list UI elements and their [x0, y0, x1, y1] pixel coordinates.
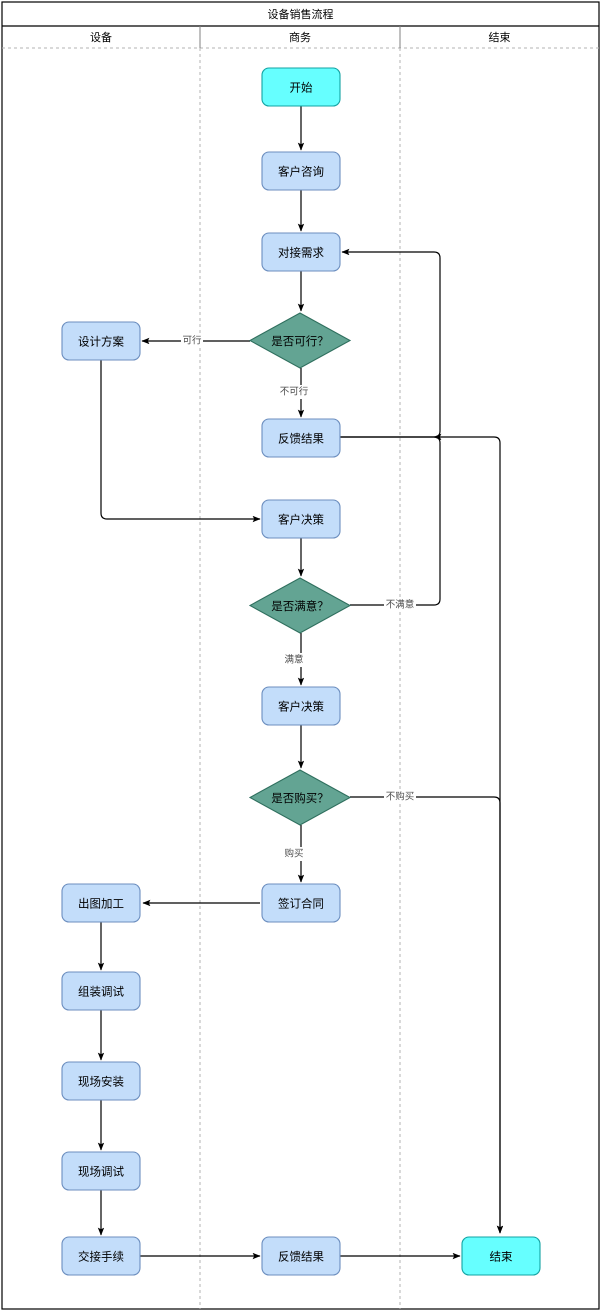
- node-feasible[interactable]: 是否可行？: [248, 312, 352, 369]
- node-label-satisfied: 是否满意？: [271, 599, 329, 613]
- edge-label-e-satisfied-decision2: 满意: [284, 654, 303, 666]
- node-label-contract: 签订合同: [278, 897, 324, 911]
- edge-label-e-buy-nobuy: 不购买: [386, 791, 415, 803]
- node-end[interactable]: 结束: [461, 1236, 541, 1276]
- node-decision1[interactable]: 客户决策: [261, 499, 341, 539]
- node-handover[interactable]: 交接手续: [61, 1236, 141, 1276]
- edge-label-bg: [283, 653, 305, 667]
- node-requirement[interactable]: 对接需求: [261, 232, 341, 272]
- lane-title-lane-business[interactable]: 商务: [289, 30, 311, 44]
- node-shape-contract[interactable]: [261, 883, 341, 923]
- edge-label-bg: [283, 847, 305, 861]
- node-shape-end[interactable]: [461, 1236, 541, 1276]
- node-drawing[interactable]: 出图加工: [61, 883, 141, 923]
- node-label-assemble: 组装调试: [78, 985, 124, 999]
- node-label-feedback2: 反馈结果: [278, 1250, 324, 1264]
- edge-label-e-feasible-design: 可行: [182, 335, 202, 347]
- nodes-layer: 开始客户咨询对接需求是否可行？设计方案反馈结果客户决策是否满意？客户决策是否购买…: [61, 67, 541, 1276]
- node-shape-buy[interactable]: [248, 769, 352, 826]
- node-shape-handover[interactable]: [61, 1236, 141, 1276]
- edge-label-bg: [181, 334, 203, 348]
- node-start[interactable]: 开始: [261, 67, 341, 107]
- node-shape-consult[interactable]: [261, 151, 341, 191]
- node-buy[interactable]: 是否购买？: [248, 769, 352, 826]
- node-shape-design[interactable]: [61, 321, 141, 361]
- node-label-drawing: 出图加工: [78, 897, 124, 911]
- node-shape-decision1[interactable]: [261, 499, 341, 539]
- node-shape-install[interactable]: [61, 1061, 141, 1101]
- node-feedback2[interactable]: 反馈结果: [261, 1236, 341, 1276]
- edge-label-bg: [384, 790, 416, 804]
- node-label-start: 开始: [290, 81, 313, 95]
- edge-label-e-buy-contract: 购买: [284, 848, 303, 860]
- node-label-end: 结束: [490, 1250, 513, 1264]
- node-shape-start[interactable]: [261, 67, 341, 107]
- node-shape-satisfied[interactable]: [248, 577, 352, 634]
- node-assemble[interactable]: 组装调试: [61, 971, 141, 1011]
- node-label-commission: 现场调试: [78, 1165, 124, 1179]
- node-shape-requirement[interactable]: [261, 232, 341, 272]
- node-shape-commission[interactable]: [61, 1151, 141, 1191]
- pool-title: 设备销售流程: [268, 7, 334, 21]
- node-label-handover: 交接手续: [78, 1250, 124, 1264]
- node-decision2[interactable]: 客户决策: [261, 686, 341, 726]
- lane-title-lane-equipment[interactable]: 设备: [90, 30, 112, 44]
- node-shape-feasible[interactable]: [248, 312, 352, 369]
- node-shape-drawing[interactable]: [61, 883, 141, 923]
- node-label-feasible: 是否可行？: [271, 334, 329, 348]
- node-label-requirement: 对接需求: [278, 246, 324, 260]
- edge-feedback1-to-requirement[interactable]: [340, 248, 441, 438]
- edge-label-e-satisfied-nosat: 不满意: [386, 599, 415, 611]
- node-consult[interactable]: 客户咨询: [261, 151, 341, 191]
- node-label-design: 设计方案: [78, 335, 124, 349]
- lane-title-lane-end[interactable]: 结束: [489, 31, 511, 44]
- node-label-decision2: 客户决策: [278, 700, 324, 714]
- node-commission[interactable]: 现场调试: [61, 1151, 141, 1191]
- node-shape-feedback1[interactable]: [261, 418, 341, 458]
- node-label-decision1: 客户决策: [278, 513, 324, 527]
- edge-buy-to-end[interactable]: [350, 796, 504, 1234]
- node-label-feedback1: 反馈结果: [278, 432, 324, 446]
- node-shape-assemble[interactable]: [61, 971, 141, 1011]
- node-shape-feedback2[interactable]: [261, 1236, 341, 1276]
- edge-label-bg: [384, 598, 416, 612]
- node-satisfied[interactable]: 是否满意？: [248, 577, 352, 634]
- node-shape-decision2[interactable]: [261, 686, 341, 726]
- node-label-buy: 是否购买？: [271, 791, 329, 805]
- edge-satisfied-to-feedback1[interactable]: [350, 433, 442, 606]
- node-feedback1[interactable]: 反馈结果: [261, 418, 341, 458]
- edge-feedback1-to-end[interactable]: [340, 436, 504, 1234]
- node-contract[interactable]: 签订合同: [261, 883, 341, 923]
- edge-design-to-decision1[interactable]: [100, 360, 261, 523]
- edge-label-e-feasible-feedback1: 不可行: [280, 386, 309, 398]
- node-design[interactable]: 设计方案: [61, 321, 141, 361]
- edge-label-bg: [278, 385, 310, 399]
- node-install[interactable]: 现场安装: [61, 1061, 141, 1101]
- node-label-consult: 客户咨询: [278, 165, 324, 179]
- node-label-install: 现场安装: [78, 1075, 124, 1089]
